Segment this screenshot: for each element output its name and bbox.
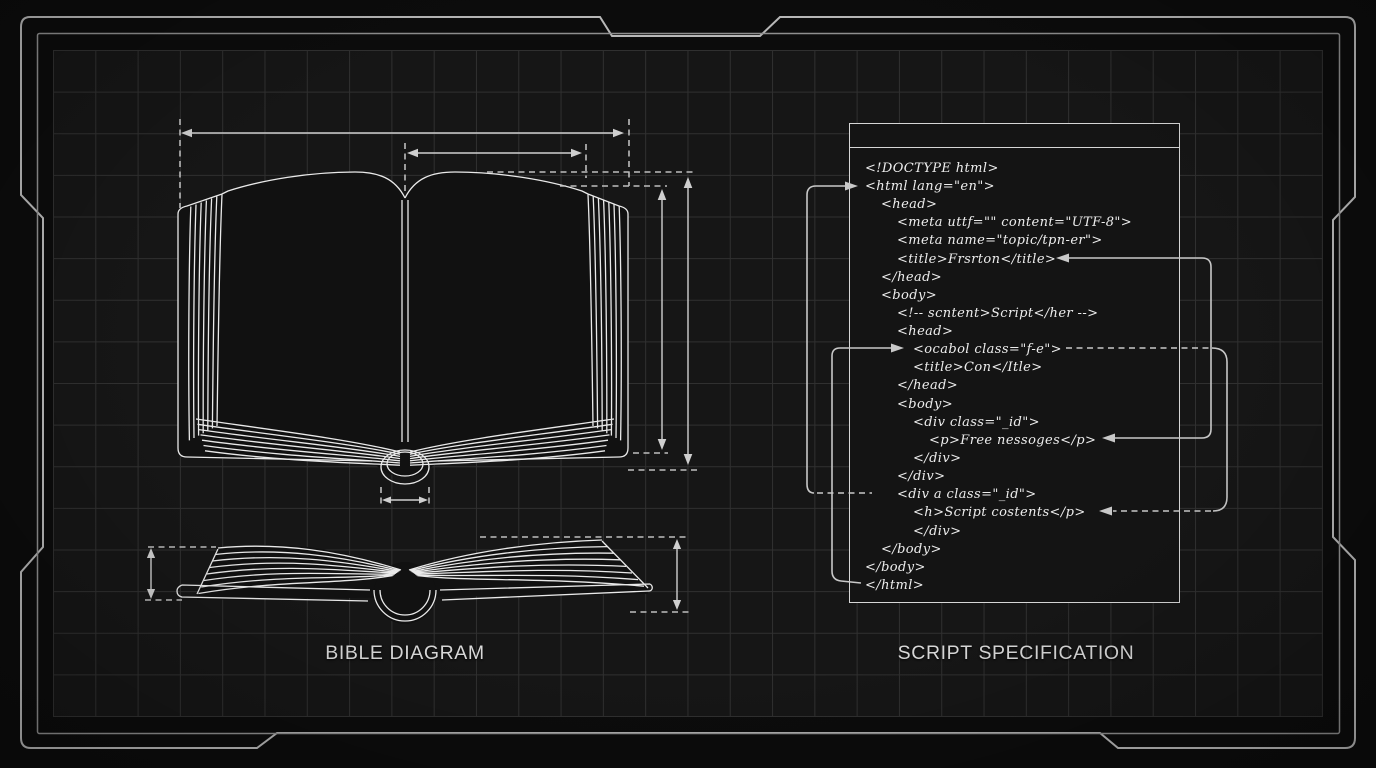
arrowhead-left-icon <box>1099 506 1112 516</box>
code-line: <!DOCTYPE html> <box>865 161 999 176</box>
book-clasp-outer <box>380 449 430 485</box>
code-line: <body> <box>897 397 953 412</box>
code-line: </head> <box>881 270 943 285</box>
book-spine-fill <box>374 562 436 624</box>
dimension-arrowheads <box>181 128 693 504</box>
code-line: <html lang="en"> <box>865 179 995 194</box>
code-line: </div> <box>897 469 946 484</box>
code-line: <title>Frsrton</title> <box>897 252 1057 267</box>
connector-html-to-div <box>806 185 845 494</box>
book-gutter <box>401 200 409 442</box>
outer-frame <box>20 16 1356 749</box>
arrowhead-left-icon <box>1102 433 1115 443</box>
connector-htmlclose-to-ocabol <box>831 347 891 584</box>
code-line: <div a class="_id"> <box>897 487 1037 502</box>
code-line: <meta name="topic/tpn-er"> <box>897 233 1103 248</box>
arrowhead-right-icon <box>891 343 904 353</box>
code-line: <ocabol class="f-e"> <box>913 342 1062 357</box>
book-spine-arc-inner <box>379 589 431 616</box>
connector-ocabol-vertical <box>1211 347 1228 512</box>
book-front-silhouette <box>178 172 628 477</box>
extension-line-dashed <box>145 546 216 601</box>
code-line: <head> <box>897 324 954 339</box>
code-line: <h>Script costents</p> <box>913 505 1086 520</box>
book-cover-left <box>177 193 373 462</box>
book-side-fan-edges <box>196 540 649 595</box>
book-diagram-caption: BIBLE DIAGRAM <box>325 642 485 664</box>
book-cover-right <box>437 193 629 462</box>
arrowhead-right-icon <box>845 181 858 191</box>
arrowhead-left-icon <box>1056 253 1069 263</box>
dimension-annotations-side <box>145 536 690 613</box>
book-side-page-fans <box>198 539 645 595</box>
code-line: <p>Free nessoges</p> <box>929 433 1097 448</box>
code-line: </head> <box>897 378 959 393</box>
book-side-board <box>176 583 653 602</box>
code-line: </body> <box>881 542 942 557</box>
code-line: <div class="_id"> <box>913 415 1040 430</box>
extension-line-dashed <box>480 536 690 613</box>
code-line: </html> <box>865 578 925 593</box>
book-spine-arc-outer <box>373 589 437 622</box>
dimension-annotations-front <box>179 119 697 507</box>
dimension-arrowheads <box>146 539 682 610</box>
code-line: </div> <box>913 524 962 539</box>
code-panel <box>849 123 1180 603</box>
connector-title-to-p <box>1069 257 1212 439</box>
book-side-view <box>176 539 653 624</box>
book-clasp-inner <box>386 451 424 477</box>
extension-line-dashed <box>380 487 430 507</box>
script-specification-caption: SCRIPT SPECIFICATION <box>897 642 1135 664</box>
code-panel-header <box>850 124 1179 148</box>
code-line: <meta uttf="" content="UTF-8"> <box>897 215 1133 230</box>
code-line: <body> <box>881 288 937 303</box>
code-line: <title>Con</Itle> <box>913 360 1043 375</box>
book-page-top-left <box>221 171 406 199</box>
code-line: </body> <box>865 560 926 575</box>
book-page-fans <box>188 194 622 466</box>
inner-frame <box>36 32 1341 735</box>
code-line: </div> <box>913 451 962 466</box>
code-line: <!-- scntent>Script</her --> <box>897 306 1099 321</box>
code-line: <head> <box>881 197 938 212</box>
